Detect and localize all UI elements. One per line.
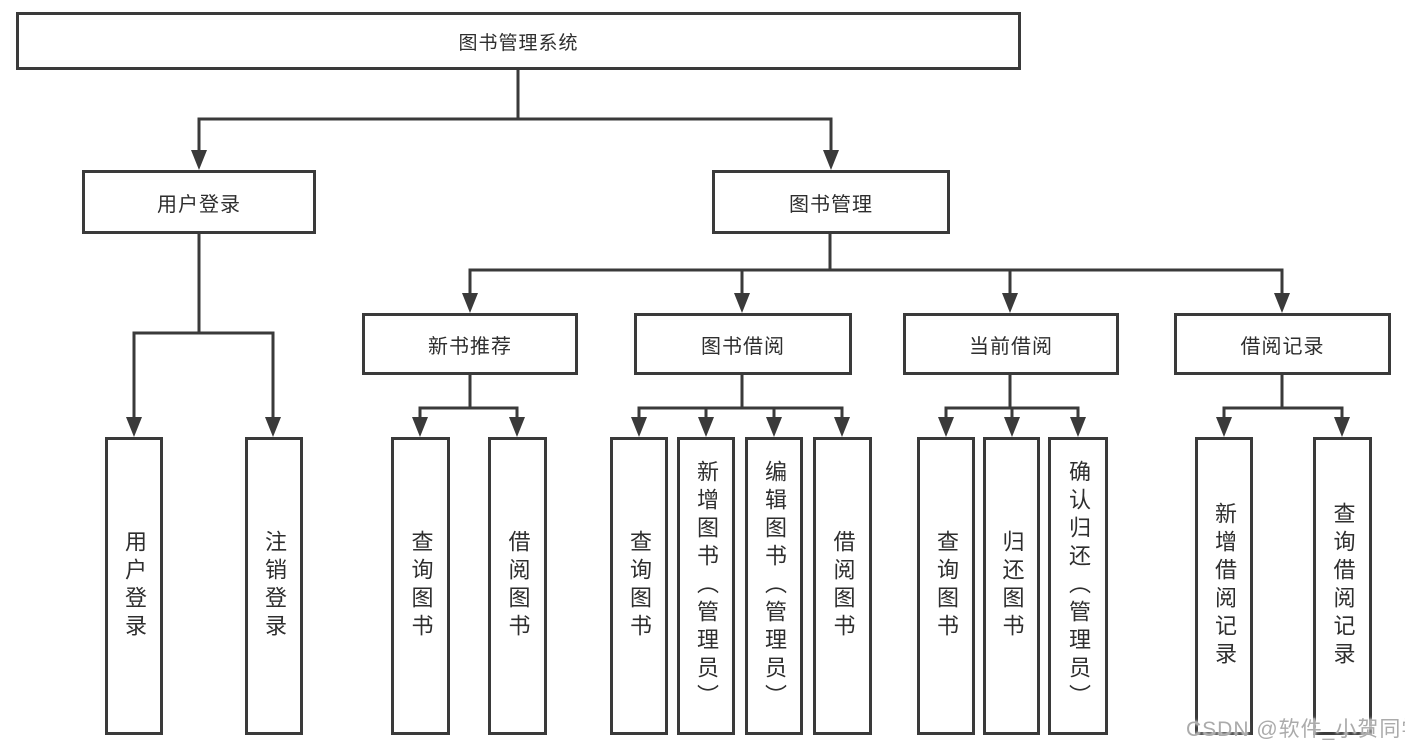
node-new-book-recommend: 新书推荐 bbox=[362, 313, 578, 375]
leaf-current-query-books: 查询图书 bbox=[917, 437, 975, 735]
leaf-recommend-query-books: 查询图书 bbox=[391, 437, 450, 735]
leaf-borrowing-borrow-books-label: 借阅图书 bbox=[830, 530, 856, 642]
leaf-query-borrow-record: 查询借阅记录 bbox=[1313, 437, 1372, 735]
leaf-logout-label: 注销登录 bbox=[262, 530, 287, 642]
node-user-login: 用户登录 bbox=[82, 170, 316, 234]
leaf-recommend-query-books-label: 查询图书 bbox=[408, 530, 434, 642]
leaf-current-query-books-label: 查询图书 bbox=[934, 530, 959, 642]
node-library-system: 图书管理系统 bbox=[16, 12, 1021, 70]
leaf-borrowing-borrow-books: 借阅图书 bbox=[813, 437, 872, 735]
leaf-query-borrow-record-label: 查询借阅记录 bbox=[1330, 502, 1356, 670]
node-borrowing-records-label: 借阅记录 bbox=[1240, 335, 1325, 358]
leaf-recommend-borrow-books-label: 借阅图书 bbox=[505, 530, 531, 642]
leaf-confirm-return-admin: 确认归还（管理员） bbox=[1048, 437, 1108, 735]
node-borrowing-records: 借阅记录 bbox=[1174, 313, 1391, 375]
leaf-add-borrow-record: 新增借阅记录 bbox=[1195, 437, 1253, 735]
node-library-system-label: 图书管理系统 bbox=[458, 32, 579, 54]
leaf-borrowing-query-books-label: 查询图书 bbox=[627, 530, 652, 642]
leaf-confirm-return-admin-label: 确认归还（管理员） bbox=[1066, 460, 1091, 712]
leaf-logout: 注销登录 bbox=[245, 437, 303, 735]
csdn-watermark: CSDN @软件_小贺同学 bbox=[1186, 718, 1405, 741]
leaf-add-borrow-record-label: 新增借阅记录 bbox=[1212, 502, 1237, 670]
leaf-user-login-label: 用户登录 bbox=[122, 530, 147, 642]
leaf-edit-books-admin-label: 编辑图书（管理员） bbox=[762, 460, 787, 712]
leaf-recommend-borrow-books: 借阅图书 bbox=[488, 437, 547, 735]
node-new-book-recommend-label: 新书推荐 bbox=[428, 335, 512, 358]
node-current-borrowing-label: 当前借阅 bbox=[969, 335, 1053, 358]
leaf-return-books-label: 归还图书 bbox=[999, 530, 1025, 642]
leaf-user-login: 用户登录 bbox=[105, 437, 163, 735]
leaf-add-books-admin-label: 新增图书（管理员） bbox=[694, 460, 719, 712]
leaf-borrowing-query-books: 查询图书 bbox=[610, 437, 668, 735]
node-user-login-label: 用户登录 bbox=[157, 193, 241, 216]
leaf-edit-books-admin: 编辑图书（管理员） bbox=[745, 437, 803, 735]
node-book-borrowing: 图书借阅 bbox=[634, 313, 852, 375]
node-book-management: 图书管理 bbox=[712, 170, 950, 234]
node-book-management-label: 图书管理 bbox=[789, 193, 873, 216]
node-book-borrowing-label: 图书借阅 bbox=[701, 335, 785, 358]
leaf-return-books: 归还图书 bbox=[983, 437, 1040, 735]
node-current-borrowing: 当前借阅 bbox=[903, 313, 1119, 375]
leaf-add-books-admin: 新增图书（管理员） bbox=[677, 437, 735, 735]
